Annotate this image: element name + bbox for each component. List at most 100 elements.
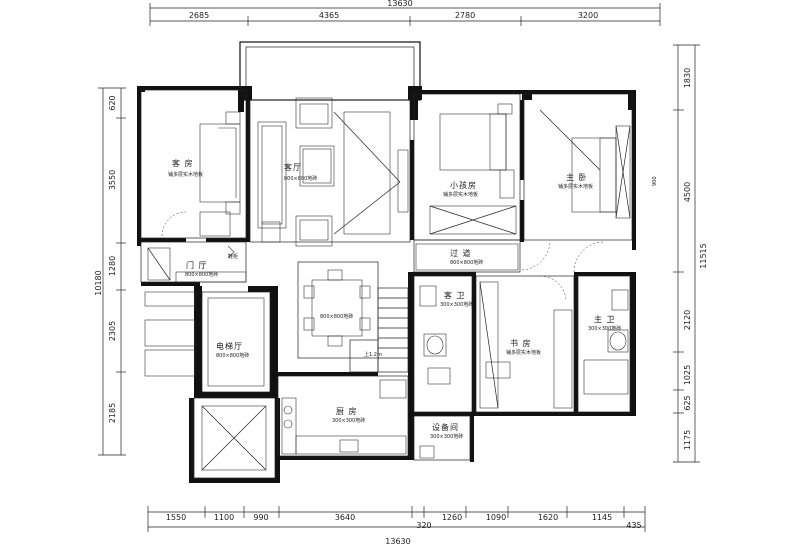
foyer-floor: 800×800地砖 (185, 271, 218, 278)
top-dim-1: 2685 (189, 11, 209, 20)
left-dim-3: 1280 (108, 256, 117, 276)
right-dim-6: 1175 (683, 430, 692, 450)
top-dim-4: 3200 (578, 11, 598, 20)
walls (137, 86, 636, 483)
guest-bath: 客 卫 300×300地砖 (413, 275, 473, 413)
equipment-room-floor: 300×300地砖 (430, 433, 463, 440)
living-room: 客厅 800×800地砖 (249, 97, 411, 247)
top-total-dim: 13630 (387, 0, 412, 8)
stove-burner-2 (283, 419, 293, 429)
stairs: 上1.2m (349, 287, 409, 373)
guest-nightstand-bottom (225, 201, 241, 215)
guest-bed (199, 123, 241, 203)
armchair-bottom (295, 215, 333, 247)
kitchen-counter-bottom (295, 435, 407, 455)
guest-bedroom-floor: 铺多层实木地板 (168, 171, 203, 178)
top-dim-2: 4365 (319, 11, 339, 20)
right-dim-4: 1025 (683, 365, 692, 385)
fridge (379, 379, 407, 399)
small-desk (499, 169, 515, 199)
right-dim-3: 2120 (683, 310, 692, 330)
master-bedroom: 主 卧 铺多层实木地板 900 (523, 93, 658, 241)
study: 书 房 铺多层实木地板 (475, 275, 575, 413)
corridor-name: 过 道 (450, 248, 472, 258)
bottom-dim-4: 3640 (335, 513, 355, 522)
elevator-hall-name: 电梯厅 (216, 341, 243, 351)
left-dim-2: 3550 (108, 170, 117, 190)
study-floor: 铺多层实木地板 (506, 349, 541, 356)
corridor: 过 道 800×800地砖 (413, 239, 605, 273)
bottom-dim-9: 1145 (592, 513, 612, 522)
balcony-outline (239, 41, 421, 101)
bottom-dim-6: 1260 (442, 513, 462, 522)
foyer-name: 门 厅 (186, 260, 208, 270)
kitchen: 厨 房 300×300地砖 (277, 375, 409, 457)
right-dim-5: 625 (683, 395, 692, 410)
dining-floor: 800×800地砖 (320, 313, 353, 320)
kitchen-sink (339, 439, 359, 453)
bottom-dim-2: 1100 (214, 513, 234, 522)
tv-cabinet (397, 149, 409, 213)
stair-label: 上1.2m (364, 351, 382, 358)
small-wardrobe (429, 205, 517, 235)
guest-bath-floor: 300×300地砖 (440, 301, 473, 308)
master-bath: 主 卫 300×300地砖 (577, 275, 631, 413)
dining-table (311, 279, 363, 337)
bottom-dim-3: 990 (253, 513, 268, 522)
study-cabinet (553, 309, 573, 409)
right-dimension-line: 1830 4500 2120 1025 625 1175 11515 (673, 44, 708, 463)
study-name: 书 房 (510, 338, 532, 348)
dining-area: 800×800地砖 (297, 261, 379, 359)
small-bed (439, 113, 507, 171)
foyer: 门 厅 鞋柜 800×800地砖 (140, 241, 247, 283)
study-bookcase (479, 281, 499, 409)
shoe-cabinet (147, 247, 171, 281)
living-room-floor: 800×800地砖 (284, 175, 317, 182)
master-bedroom-name: 主 卧 (566, 172, 588, 182)
guest-bath-shower (427, 367, 451, 385)
right-total-dim: 11515 (699, 243, 708, 268)
top-dimension-line: 13630 2685 4365 2780 3200 (149, 0, 661, 26)
bottom-dim-8: 1620 (538, 513, 558, 522)
foyer-bench (175, 271, 247, 283)
top-dim-3: 2780 (455, 11, 475, 20)
bottom-dimension-line: 1550 1100 990 3640 320 1260 1090 1620 11… (147, 506, 646, 546)
master-bath-floor: 300×300地砖 (588, 325, 621, 332)
left-dimension-line: 620 3550 1280 2305 2185 10180 (94, 87, 126, 456)
armchair-top (295, 97, 333, 129)
guest-nightstand-top (225, 111, 241, 125)
guest-bath-basin (419, 285, 437, 307)
corridor-floor: 800×800地砖 (450, 259, 483, 266)
kitchen-floor: 300×300地砖 (332, 417, 365, 424)
bottom-dim-7: 1090 (486, 513, 506, 522)
small-bedroom: 小孩房 铺多层实木地板 (413, 93, 521, 241)
bottom-dim-1: 1550 (166, 513, 186, 522)
study-desk (485, 361, 511, 379)
side-table (261, 221, 281, 243)
right-dim-2: 4500 (683, 182, 692, 202)
guest-bedroom: 客 房 铺多层实木地板 (140, 89, 247, 239)
master-bath-name: 主 卫 (594, 314, 616, 324)
guest-bedroom-name: 客 房 (172, 158, 194, 168)
coffee-table (299, 145, 335, 187)
left-dim-1: 620 (108, 95, 117, 110)
guest-bath-toilet (423, 333, 447, 357)
master-wardrobe (615, 125, 631, 219)
elevator-hall: 电梯厅 800×800地砖 (144, 291, 271, 393)
guest-wardrobe (199, 211, 231, 237)
bottom-dim-10: 435 (626, 521, 641, 530)
elevator-shaft (193, 397, 276, 479)
kitchen-counter-left (281, 397, 297, 455)
foyer-cabinet-label: 鞋柜 (228, 253, 238, 260)
master-bath-shower (583, 359, 629, 395)
left-total-dim: 10180 (94, 270, 103, 295)
tv-wall-area (343, 111, 391, 235)
right-dim-1: 1830 (683, 68, 692, 88)
master-bedroom-floor: 铺多层实木地板 (558, 183, 593, 190)
guest-bed-pillow (218, 127, 237, 198)
left-dim-4: 2305 (108, 321, 117, 341)
elevator-hall-floor: 800×800地砖 (216, 352, 249, 359)
small-bedroom-floor: 铺多层实木地板 (443, 191, 478, 198)
